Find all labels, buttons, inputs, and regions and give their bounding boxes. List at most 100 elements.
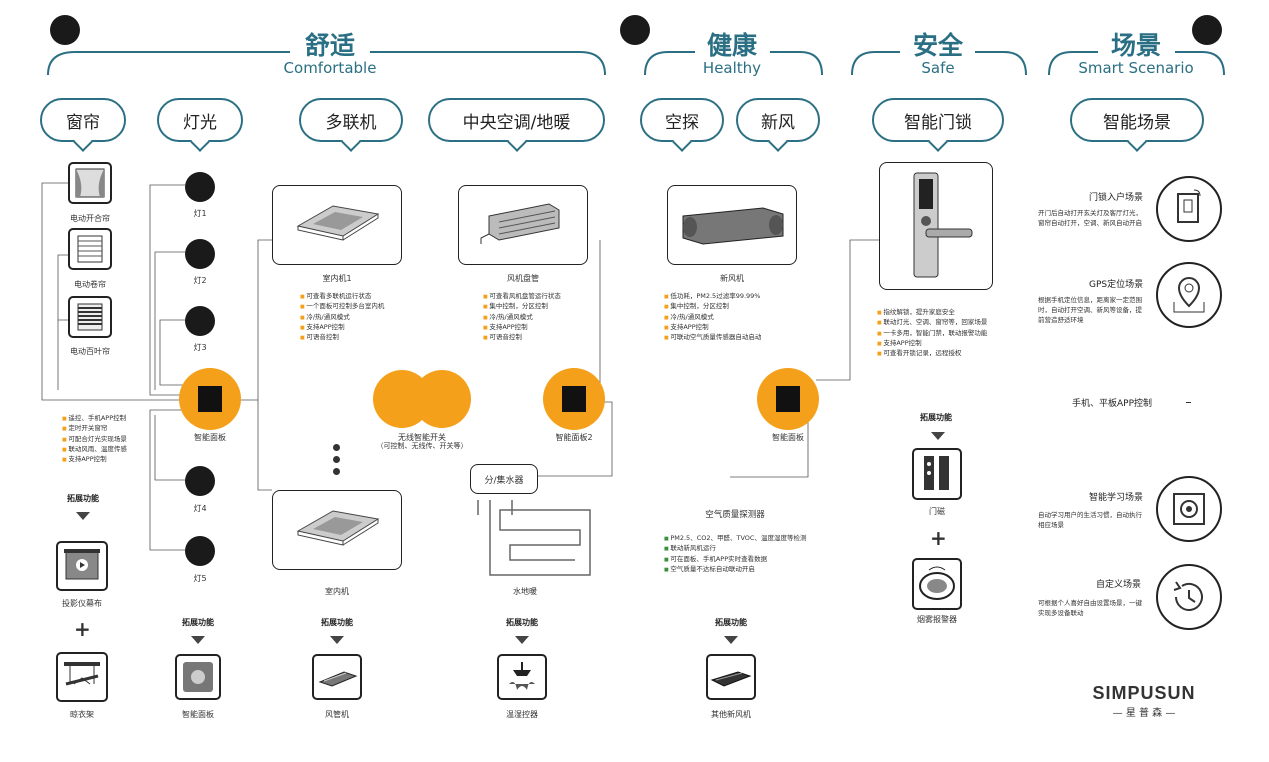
hub-left-label: 智能面板 [194,433,226,442]
smart-lock-device [879,162,993,290]
curtain-item-1: 电动开合帘 [70,214,110,223]
ext-item-6: 其他新风机 [711,710,751,719]
pill-air-sensor: 空探 [640,98,724,142]
curtain-item-3: 电动百叶帘 [70,347,110,356]
section-title-health: 健康 [706,31,757,60]
hub-mid-right [413,370,471,428]
ext-item-3: 智能面板 [182,710,214,719]
section-subtitle-safe: Safe [921,59,955,77]
vrv-more-dots [333,444,341,475]
light-label-5: 灯5 [193,574,207,583]
light-label-1: 灯1 [193,209,207,218]
roller-blind-icon [68,228,112,270]
ext-arrow-5-icon [724,636,738,644]
pill-vrv: 多联机 [299,98,403,142]
hub-ac-chip-icon [562,386,586,412]
scene-desc-4: 自动学习用户的生活习惯，自动执行相应场景 [1038,511,1142,529]
ext-label-5: 拓展功能 [715,618,747,627]
light-2-icon [185,239,215,269]
central-feature-list: 可查看风机盘管运行状态集中控制，分区控制冷/热/通风模式支持APP控制可语音控制 [483,292,603,343]
custom-scene-icon [1156,564,1222,630]
hub-ac-label: 智能面板2 [555,433,593,442]
vrv-top-caption: 室内机1 [322,274,352,283]
ext-item-4: 风管机 [325,710,349,719]
pill-curtain: 窗帘 [40,98,126,142]
light-label-2: 灯2 [193,276,207,285]
brand-subtitle: — 星 普 森 — [1112,708,1176,719]
sensor-feature-list: PM2.5、CO2、甲醛、TVOC、温度湿度等检测联动新风机运行可在面板、手机A… [664,534,814,575]
pill-smart-lock: 智能门锁 [872,98,1004,142]
manifold-box: 分/集水器 [470,464,538,494]
ext-label-4: 拓展功能 [506,618,538,627]
pill-smart-scene: 智能场景 [1070,98,1204,142]
ext-label-3: 拓展功能 [321,618,353,627]
duct-unit-icon [312,654,362,700]
fan-coil-unit [458,185,588,265]
ext-arrow-1-icon [76,512,90,520]
plus-icon-2: + [74,617,91,641]
fresh-caption: 新风机 [720,274,744,283]
door-sensor-icon [912,448,962,500]
section-title-scene: 场景 [1110,31,1161,60]
ext-item-1: 投影仪幕布 [62,599,102,608]
lock-feature-list: 指纹解锁，提升家庭安全联动灯光、空调、窗帘等，回家场景一卡多用，智能门禁，联动报… [877,308,1017,359]
door-sensor-caption: 门磁 [929,507,945,516]
section-marker-dot [1192,15,1222,45]
pill-fresh-air: 新风 [736,98,820,142]
ext-arrow-3-icon [330,636,344,644]
vrv-bottom-caption: 室内机 [325,587,349,596]
scene-title-5: 自定义场景 [1096,580,1142,590]
pill-lighting: 灯光 [157,98,243,142]
brand-name: SIMPUSUN [1092,683,1196,703]
smoke-alarm-icon [912,558,962,610]
scene-desc-2: 根据手机定位信息，距离家一定范围时，自动打开空调、新风等设备，提前营造舒适环境 [1038,296,1142,324]
smoke-alarm-caption: 烟雾报警器 [917,615,957,624]
sensor-title: 空气质量探测器 [705,510,765,520]
gps-scene-icon [1156,262,1222,328]
section-subtitle-health: Healthy [702,59,762,77]
hub-left-chip-icon [198,386,222,412]
floor-heating-caption: 水地暖 [513,587,537,596]
hub-mid-label: 无线智能开关 [398,433,446,442]
light-3-icon [185,306,215,336]
scene-title-4: 智能学习场景 [1089,493,1144,503]
lock-ext-arrow-icon [931,432,945,440]
scene-desc-5: 可根据个人喜好自由设置场景，一键实现多设备联动 [1038,599,1142,617]
light-label-3: 灯3 [193,343,207,352]
lock-ext-label: 拓展功能 [920,413,952,422]
hub-fresh-chip-icon [776,386,800,412]
ext-label-2: 拓展功能 [182,618,214,627]
fresh-air-unit [667,185,797,265]
central-caption: 风机盘管 [507,274,539,283]
section-marker-dot [620,15,650,45]
hub-fresh-label: 智能面板 [772,433,804,442]
plus-icon: + [930,526,947,550]
other-fresh-air-icon [706,654,756,700]
light-5-icon [185,536,215,566]
ext-label-1: 拓展功能 [67,494,99,503]
learning-scene-icon [1156,476,1222,542]
section-marker-dot [50,15,80,45]
pill-central-ac: 中央空调/地暖 [428,98,605,142]
ext-arrow-4-icon [515,636,529,644]
venetian-blind-icon [68,296,112,338]
smart-panel-icon [175,654,221,700]
vrv-indoor-unit-n [272,490,402,570]
curtain-item-2: 电动卷帘 [74,280,106,289]
curtain-open-icon [68,162,112,204]
light-4-icon [185,466,215,496]
ext-arrow-2-icon [191,636,205,644]
vrv-feature-list: 可查看多联机运行状态一个面板可控制多台室内机冷/热/通风模式支持APP控制可语音… [300,292,420,343]
vrv-indoor-unit-1 [272,185,402,265]
door-scene-icon [1156,176,1222,242]
hub-mid-sublabel: （可控制、无线传、开关等） [376,442,468,450]
clothes-rack-icon [56,652,108,702]
light-1-icon [185,172,215,202]
projector-screen-icon [56,541,108,591]
app-control-mark [1186,402,1191,403]
fresh-feature-list: 低功耗，PM2.5过滤率99.99%集中控制，分区控制冷/热/通风模式支持APP… [664,292,804,343]
scene-title-2: GPS定位场景 [1089,280,1144,290]
ext-item-2: 晾衣架 [70,710,94,719]
section-title-safe: 安全 [912,31,963,60]
thermostat-icon [497,654,547,700]
